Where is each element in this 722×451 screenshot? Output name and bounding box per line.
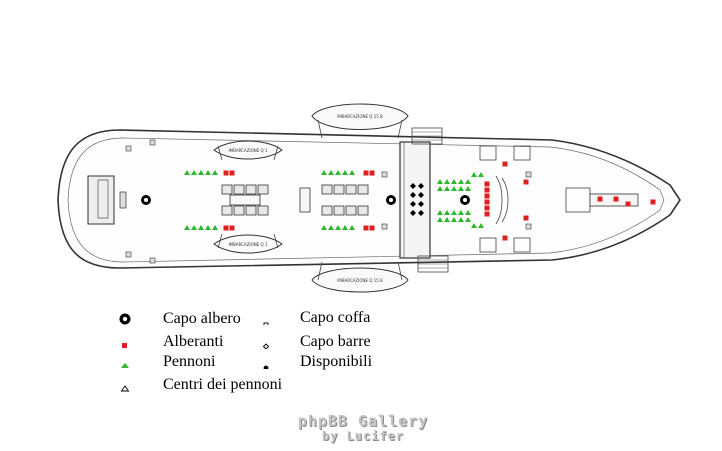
alberante-marker xyxy=(484,193,490,199)
pennone-marker xyxy=(444,186,450,191)
pennone-marker xyxy=(458,179,464,184)
capo-albero-marker xyxy=(141,195,151,205)
disponibile-marker xyxy=(418,192,424,198)
mast-markers xyxy=(141,195,470,205)
pennone-marker xyxy=(478,172,484,177)
alberante-marker xyxy=(229,170,235,176)
pennone-marker xyxy=(198,170,204,175)
pennone-marker xyxy=(465,210,471,215)
pennone-marker xyxy=(437,179,443,184)
disponibile-marker xyxy=(410,192,416,198)
alberante-marker xyxy=(223,225,229,231)
alberante-marker xyxy=(369,225,375,231)
pennone-marker xyxy=(451,217,457,222)
svg-text:IMBARCAZIONE Q 15 B: IMBARCAZIONE Q 15 B xyxy=(337,278,383,283)
alberante-marker xyxy=(625,201,631,207)
alberante-marker xyxy=(484,187,490,193)
pennone-marker xyxy=(471,223,477,228)
lifeboat-top-large: IMBARCAZIONE Q 15 B xyxy=(311,103,409,130)
pennone-marker xyxy=(349,170,355,175)
pennone-marker xyxy=(451,210,457,215)
pennone-marker xyxy=(321,225,327,230)
alberante-marker xyxy=(613,196,619,202)
pennone-marker xyxy=(335,225,341,230)
disponibile-marker xyxy=(410,183,416,189)
pennone-marker xyxy=(198,225,204,230)
pennone-marker xyxy=(321,170,327,175)
pennone-marker xyxy=(437,210,443,215)
pennone-marker xyxy=(451,179,457,184)
lifeboat-bottom-large: IMBARCAZIONE Q 15 B xyxy=(311,267,409,293)
pennone-marker xyxy=(465,179,471,184)
alberante-marker xyxy=(229,225,235,231)
pennone-marker xyxy=(205,170,211,175)
alberante-marker xyxy=(484,181,490,187)
pennone-marker xyxy=(451,186,457,191)
pennone-marker xyxy=(328,170,334,175)
pennone-marker xyxy=(342,225,348,230)
pennone-marker xyxy=(458,217,464,222)
svg-text:IMBARCAZIONE Q 1: IMBARCAZIONE Q 1 xyxy=(228,148,268,153)
pennone-marker xyxy=(465,186,471,191)
pennone-marker xyxy=(444,210,450,215)
alberante-marker xyxy=(484,199,490,205)
alberante-marker xyxy=(597,196,603,202)
watermark-line-1: phpBB Gallery xyxy=(297,412,429,430)
lifeboat-top-small: IMBARCAZIONE Q 1 xyxy=(213,140,283,160)
pennone-marker xyxy=(471,172,477,177)
alberante-marker xyxy=(523,179,529,185)
hatch-group-mizzen xyxy=(221,184,269,216)
pennone-marker xyxy=(478,223,484,228)
pennoni-markers xyxy=(184,170,484,230)
pennone-marker xyxy=(184,225,190,230)
disponibile-marker xyxy=(410,201,416,207)
alberante-marker xyxy=(369,170,375,176)
disponibili-markers xyxy=(410,183,424,216)
pennone-marker xyxy=(335,170,341,175)
alberanti-markers xyxy=(223,161,656,241)
pennone-marker xyxy=(465,217,471,222)
pennone-marker xyxy=(444,179,450,184)
watermark: phpBB Gallery by Lucifer xyxy=(292,413,434,443)
alberante-marker xyxy=(363,170,369,176)
pennone-marker xyxy=(458,186,464,191)
disponibile-marker xyxy=(418,183,424,189)
svg-text:IMBARCAZIONE Q 15 B: IMBARCAZIONE Q 15 B xyxy=(337,114,383,119)
pennone-marker xyxy=(184,170,190,175)
pennone-marker xyxy=(212,225,218,230)
pennone-marker xyxy=(458,210,464,215)
pennone-marker xyxy=(212,170,218,175)
lifeboat-bottom-small: IMBARCAZIONE Q 1 xyxy=(213,234,283,254)
midship-house xyxy=(399,141,431,259)
poop-deck-house xyxy=(87,175,115,225)
pennone-marker xyxy=(437,217,443,222)
alberante-marker xyxy=(502,235,508,241)
pennone-marker xyxy=(444,217,450,222)
alberante-marker xyxy=(223,170,229,176)
pennone-marker xyxy=(437,186,443,191)
alberante-marker xyxy=(484,211,490,217)
disponibile-marker xyxy=(410,210,416,216)
disponibile-marker xyxy=(418,210,424,216)
alberante-marker xyxy=(363,225,369,231)
pennone-marker xyxy=(205,225,211,230)
capo-albero-marker xyxy=(460,195,470,205)
pennone-marker xyxy=(191,225,197,230)
hull-outline xyxy=(57,129,681,269)
disponibile-marker xyxy=(418,201,424,207)
alberante-marker xyxy=(650,199,656,205)
watermark-line-2: by Lucifer xyxy=(321,429,405,443)
pennone-marker xyxy=(191,170,197,175)
alberante-marker xyxy=(484,205,490,211)
svg-text:IMBARCAZIONE Q 1: IMBARCAZIONE Q 1 xyxy=(228,242,268,247)
hatch-group-main xyxy=(299,184,369,216)
capo-albero-marker xyxy=(386,195,396,205)
hull-inner-line xyxy=(67,137,665,263)
alberante-marker xyxy=(502,161,508,167)
pennone-marker xyxy=(349,225,355,230)
alberante-marker xyxy=(523,215,529,221)
pennone-marker xyxy=(342,170,348,175)
pennone-marker xyxy=(328,225,334,230)
